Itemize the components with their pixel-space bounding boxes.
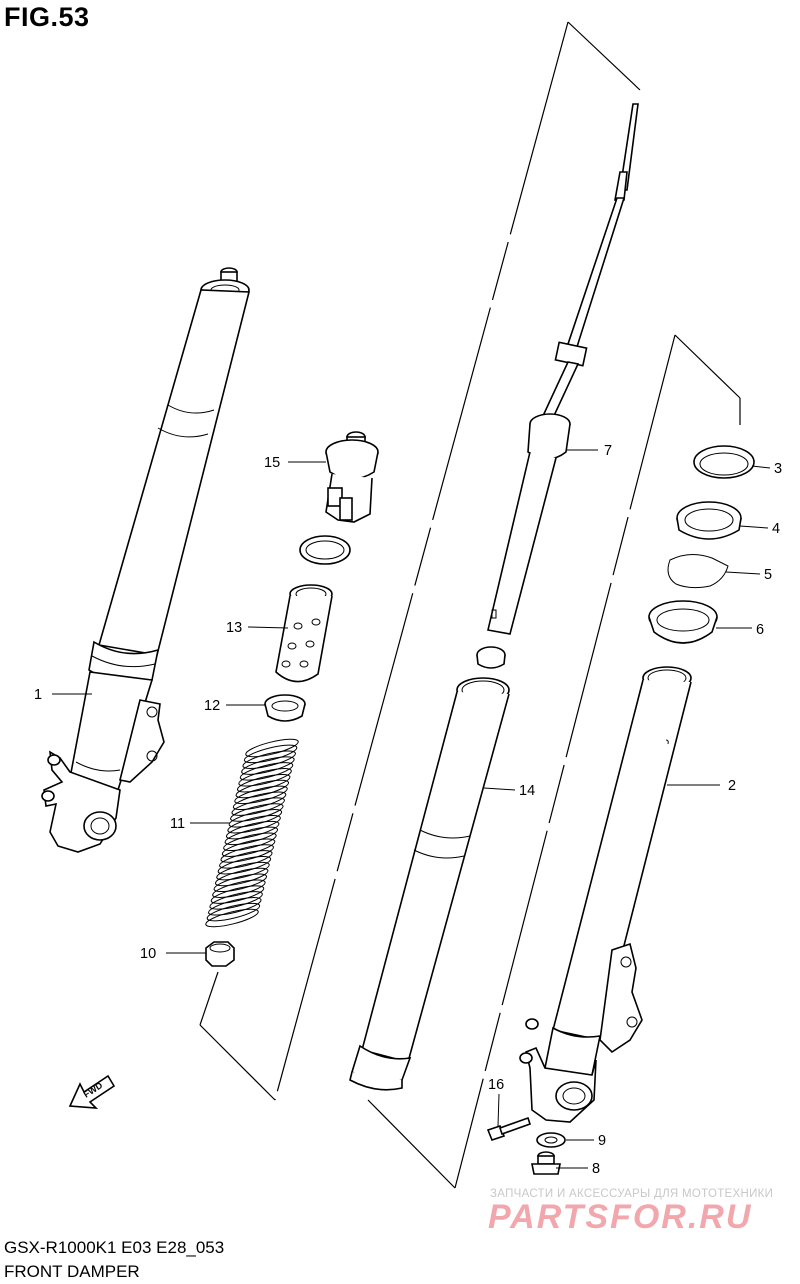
callout-8: 8 xyxy=(592,1161,600,1177)
spring-guide xyxy=(264,694,306,722)
callout-9: 9 xyxy=(598,1133,606,1149)
spring-coil xyxy=(230,803,284,822)
group-boundary-center xyxy=(199,21,641,1101)
spring-coil xyxy=(243,744,298,764)
spring-coil xyxy=(212,879,266,898)
fork-cap-bolt xyxy=(325,431,379,523)
spring-coil xyxy=(216,861,270,881)
spring-coil xyxy=(241,756,295,775)
spring-coil xyxy=(208,897,262,916)
spring-coil xyxy=(231,797,285,816)
callout-15: 15 xyxy=(264,455,280,471)
spacer-pipe xyxy=(275,584,333,683)
dust-seal-ring xyxy=(693,445,755,479)
diagram-description: FRONT DAMPER xyxy=(4,1262,140,1281)
spring-coil xyxy=(234,785,288,805)
callout-10: 10 xyxy=(140,946,156,962)
spring-coil xyxy=(242,750,296,769)
spring-coil xyxy=(245,738,299,758)
spring-coil xyxy=(227,814,281,834)
oil-seal xyxy=(676,501,742,540)
washer xyxy=(536,1132,566,1148)
callout-labels: 1 2 3 4 5 6 7 8 9 10 11 12 13 14 15 16 xyxy=(34,443,782,1177)
callout-4: 4 xyxy=(772,521,780,537)
spring-coil xyxy=(232,791,287,811)
figure-title: FIG.53 xyxy=(4,2,90,32)
spring-coil xyxy=(210,885,265,904)
spring-coil xyxy=(206,902,261,922)
watermark-tagline: ЗАПЧАСТИ И АКСЕССУАРЫ ДЛЯ МОТОТЕХНИКИ xyxy=(490,1188,774,1200)
spring-coil xyxy=(205,908,259,928)
spring-coil xyxy=(213,873,268,893)
spring-coil xyxy=(223,832,277,852)
callout-2: 2 xyxy=(728,778,736,794)
callout-16: 16 xyxy=(488,1077,504,1093)
guide-bushing xyxy=(648,600,718,644)
fork-assembly-left xyxy=(41,267,251,853)
callout-1: 1 xyxy=(34,687,42,703)
inner-tube xyxy=(349,677,510,1091)
spring-coil xyxy=(238,768,292,787)
drain-bolt xyxy=(531,1151,561,1175)
model-code: GSX-R1000K1 E03 E28_053 xyxy=(4,1238,225,1257)
fwd-direction-arrow: FWD xyxy=(68,1074,116,1109)
rod-collar xyxy=(476,646,506,669)
spring-coil xyxy=(220,844,274,863)
callout-11: 11 xyxy=(170,816,185,832)
callout-5: 5 xyxy=(764,567,772,583)
outer-tube-right xyxy=(519,666,692,1123)
spring-coil xyxy=(224,826,279,846)
callout-6: 6 xyxy=(756,622,764,638)
callout-14: 14 xyxy=(519,783,535,799)
callout-7: 7 xyxy=(604,443,612,459)
spring-coil xyxy=(239,762,294,781)
callout-13: 13 xyxy=(226,620,242,636)
o-ring xyxy=(299,535,351,565)
spring-coil xyxy=(225,820,280,840)
spring-coil xyxy=(209,891,263,910)
watermark-logo: PARTSFOR.RU xyxy=(488,1198,753,1236)
spring-coil xyxy=(235,779,290,799)
spring-coil xyxy=(214,867,269,887)
callout-3: 3 xyxy=(774,461,782,477)
lock-nut xyxy=(205,941,235,967)
callout-12: 12 xyxy=(204,698,220,714)
group-boundary-right xyxy=(367,334,741,1189)
spring-coil xyxy=(217,855,272,875)
fork-spring xyxy=(205,738,299,928)
spring-coil xyxy=(236,773,291,793)
leader-lines xyxy=(52,449,771,1169)
damper-rod xyxy=(487,103,639,635)
spring-coil xyxy=(221,838,276,857)
spring-coil xyxy=(228,809,283,828)
axle-pinch-bolt xyxy=(486,1116,532,1141)
stopper-ring xyxy=(667,554,729,589)
spring-coil xyxy=(219,850,273,869)
